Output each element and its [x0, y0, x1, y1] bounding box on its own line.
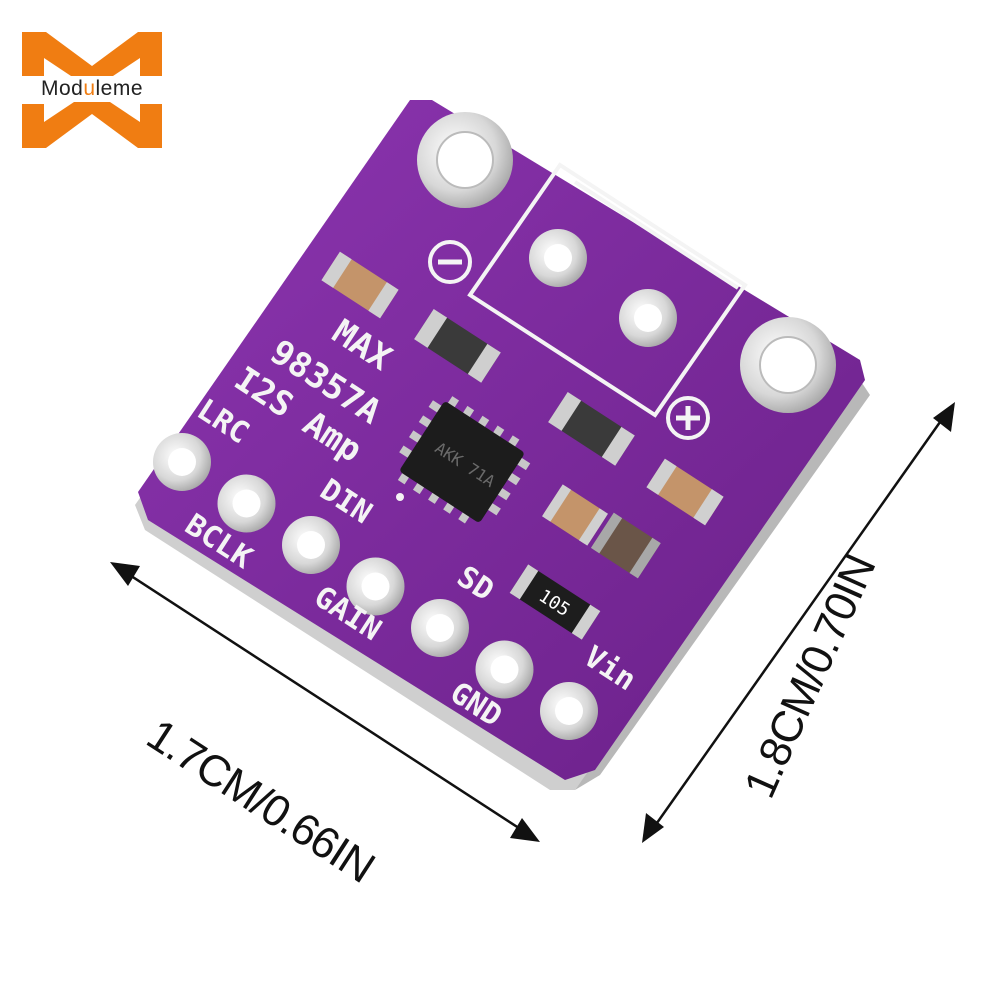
- header-pads: [153, 433, 598, 740]
- header-pad-gain: [346, 557, 405, 616]
- header-pad-din: [282, 516, 340, 574]
- header-pad-gnd: [475, 640, 534, 699]
- capacitor-right: [646, 458, 724, 526]
- logo-mark-icon: [22, 32, 162, 148]
- brand-suffix: leme: [95, 77, 144, 100]
- header-pad-vin: [540, 682, 598, 740]
- mounting-hole-top: [417, 112, 513, 208]
- ferrite-bead-right: [548, 391, 635, 466]
- capacitor-dark: [590, 512, 661, 579]
- minus-symbol-icon: [428, 240, 472, 284]
- terminal-silkscreen: [467, 162, 748, 418]
- header-pad-lrc: [153, 433, 211, 491]
- capacitor-top-left: [321, 251, 399, 319]
- brand-highlight: u: [83, 77, 96, 100]
- height-dimension-arrow: [642, 402, 955, 843]
- brand-prefix: Mod: [40, 77, 84, 100]
- ic-chip: AKK 71A: [397, 396, 531, 524]
- header-pad-bclk: [217, 474, 276, 533]
- speaker-pad-plus: [619, 289, 677, 347]
- capacitor-small: [542, 484, 608, 546]
- plus-symbol-icon: [666, 396, 710, 440]
- mounting-hole-right: [740, 317, 836, 413]
- pin1-dot: [396, 493, 404, 501]
- brand-wordmark: Moduleme: [8, 76, 176, 102]
- width-dimension-arrow: [110, 562, 540, 842]
- header-pad-sd: [411, 599, 469, 657]
- speaker-pad-minus: [529, 229, 587, 287]
- ferrite-bead-left: [414, 308, 501, 383]
